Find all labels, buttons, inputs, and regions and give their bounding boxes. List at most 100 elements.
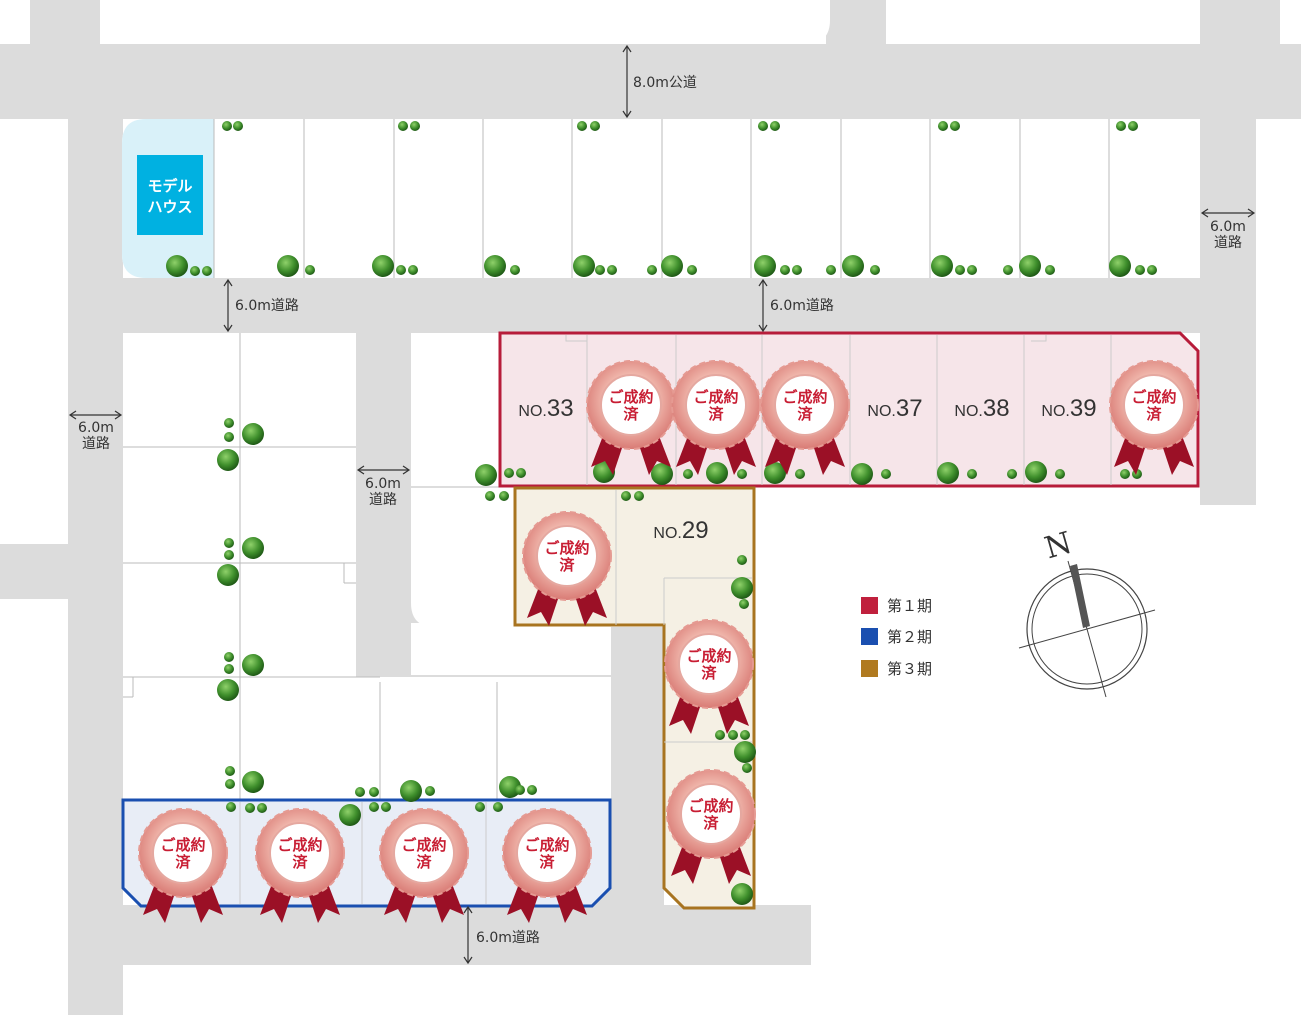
tree-icon [1045, 265, 1055, 275]
tree-icon [339, 804, 361, 826]
tree-icon [950, 121, 960, 131]
sold-badge-line2: 済 [175, 853, 191, 871]
tree-icon [1147, 265, 1157, 275]
road-label-mid-right: 6.0m道路 [770, 298, 834, 314]
trees [166, 121, 1157, 905]
sold-badge-line2: 済 [292, 853, 308, 871]
tree-icon [499, 491, 509, 501]
tree-icon [410, 121, 420, 131]
tree-icon [245, 803, 255, 813]
tree-icon [621, 491, 631, 501]
tree-icon [737, 555, 747, 565]
sold-badge-line2: 済 [559, 556, 575, 574]
legend-label-phase3: 第３期 [887, 660, 932, 678]
tree-icon [217, 449, 239, 471]
sold-badge-line2: 済 [703, 814, 719, 832]
sold-badge-line1: ご成約 [401, 836, 446, 854]
sold-badge-line1: ご成約 [277, 836, 322, 854]
sold-badge-line1: ご成約 [524, 836, 569, 854]
tree-icon [1019, 255, 1041, 277]
tree-icon [408, 265, 418, 275]
west-block [123, 333, 611, 905]
lot-label-39: NO.39 [1041, 395, 1096, 422]
sold-badge-line2: 済 [701, 664, 717, 682]
sold-badge-line2: 済 [416, 853, 432, 871]
tree-icon [217, 679, 239, 701]
tree-icon [1025, 461, 1047, 483]
tree-icon [595, 265, 605, 275]
tree-icon [425, 786, 435, 796]
tree-icon [758, 121, 768, 131]
tree-icon [1055, 469, 1065, 479]
tree-icon [527, 785, 537, 795]
sold-badge-line2: 済 [797, 405, 813, 423]
tree-icon [1116, 121, 1126, 131]
tree-icon [475, 464, 497, 486]
sold-badge-line1: ご成約 [608, 388, 653, 406]
tree-icon [242, 654, 264, 676]
tree-icon [305, 265, 315, 275]
tree-icon [242, 771, 264, 793]
legend-swatch-phase3 [861, 660, 878, 677]
tree-icon [499, 776, 521, 798]
tree-icon [739, 599, 749, 609]
tree-icon [226, 802, 236, 812]
sold-badge-line2: 済 [539, 853, 555, 871]
tree-icon [792, 265, 802, 275]
lot-label-37: NO.37 [867, 395, 922, 422]
tree-icon [1109, 255, 1131, 277]
tree-icon [938, 121, 948, 131]
tree-icon [740, 730, 750, 740]
road-label-bottom: 6.0m道路 [476, 930, 540, 946]
legend-swatch-phase1 [861, 597, 878, 614]
tree-icon [634, 491, 644, 501]
tree-icon [870, 265, 880, 275]
tree-icon [780, 265, 790, 275]
tree-icon [225, 766, 235, 776]
tree-icon [1007, 469, 1017, 479]
tree-icon [372, 255, 394, 277]
sold-badge-line1: ご成約 [1131, 388, 1176, 406]
tree-icon [881, 469, 891, 479]
tree-icon [504, 468, 514, 478]
tree-icon [851, 463, 873, 485]
tree-icon [842, 255, 864, 277]
tree-icon [242, 423, 264, 445]
tree-icon [224, 652, 234, 662]
sold-badges: ご成約済ご成約済ご成約済ご成約済ご成約済ご成約済ご成約済ご成約済ご成約済ご成約済… [138, 360, 1199, 924]
sold-badge-line1: ご成約 [160, 836, 205, 854]
sold-badge-line1: ご成約 [686, 647, 731, 665]
tree-icon [683, 469, 693, 479]
tree-icon [257, 803, 267, 813]
tree-icon [955, 265, 965, 275]
sold-badge-line2: 済 [623, 405, 639, 423]
legend: 第１期 第２期 第３期 [861, 597, 932, 678]
model-house[interactable]: モデル ハウス [137, 155, 203, 235]
tree-icon [224, 538, 234, 548]
model-house-label-1: モデル [147, 177, 192, 195]
lot-label-29: NO.29 [653, 517, 708, 544]
tree-icon [233, 121, 243, 131]
tree-icon [396, 265, 406, 275]
tree-icon [400, 780, 422, 802]
sold-badge-line1: ご成約 [688, 797, 733, 815]
tree-icon [225, 779, 235, 789]
tree-icon [937, 462, 959, 484]
tree-icon [770, 121, 780, 131]
tree-icon [515, 785, 525, 795]
